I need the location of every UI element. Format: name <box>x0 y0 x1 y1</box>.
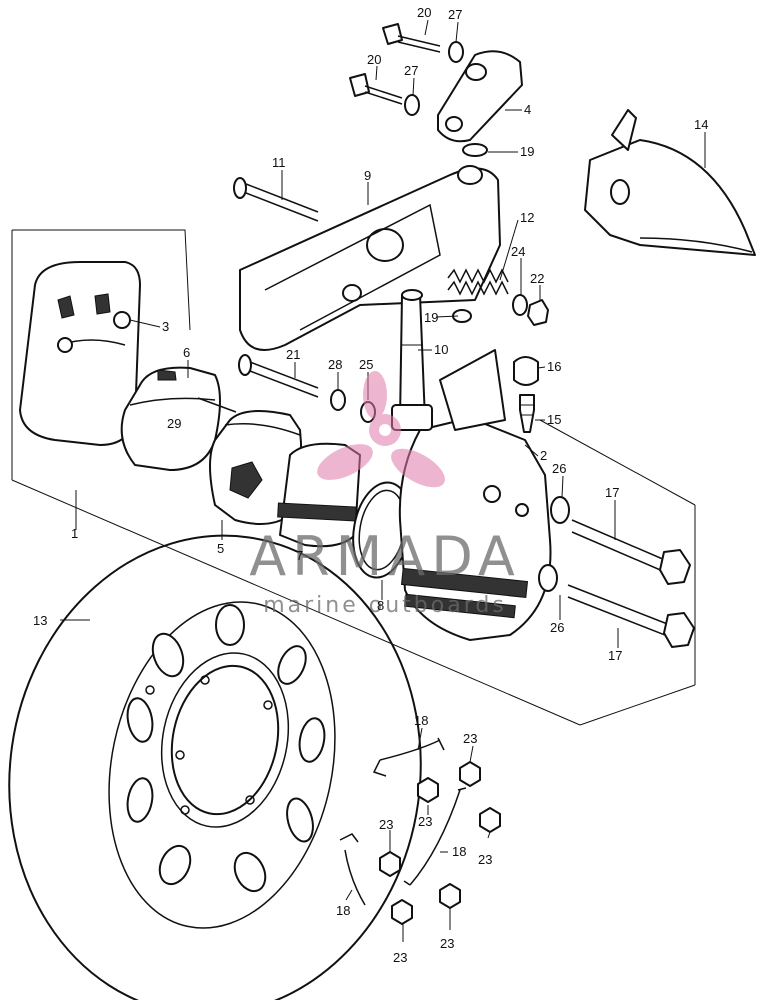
caliper-arm <box>437 50 523 143</box>
brake-pad-outer <box>120 366 221 471</box>
bolt-17b <box>567 584 695 648</box>
callout-22: 22 <box>530 271 544 286</box>
callout-14: 14 <box>694 117 708 132</box>
washer-26b <box>538 564 558 592</box>
fork-shroud <box>584 109 756 256</box>
o-ring-19a <box>462 143 488 157</box>
pin-29 <box>197 397 237 413</box>
callout-23: 23 <box>393 950 407 965</box>
bolt-21 <box>238 354 319 398</box>
callout-4: 4 <box>524 102 531 117</box>
watermark-logo <box>317 371 445 488</box>
callout-24: 24 <box>511 244 525 259</box>
watermark-tagline: marine outboards <box>263 593 507 618</box>
watermark: ARMADA marine outboards <box>249 371 521 618</box>
bolt-11 <box>233 177 319 222</box>
callout-9: 9 <box>364 168 371 183</box>
lock-plate-18b <box>403 787 467 886</box>
bleeder-cap <box>513 356 539 386</box>
callout-2: 2 <box>540 448 547 463</box>
bolt-20b <box>349 73 403 105</box>
callout-11: 11 <box>272 155 286 170</box>
callout-26: 26 <box>552 461 566 476</box>
callout-20: 20 <box>367 52 381 67</box>
caliper-pivot-pin <box>391 289 433 431</box>
washer-27a <box>448 41 464 63</box>
callout-20: 20 <box>417 5 431 20</box>
washer-27b <box>404 94 420 116</box>
lock-plate-18c <box>339 833 366 906</box>
callout-23: 23 <box>463 731 477 746</box>
callout-10: 10 <box>434 342 448 357</box>
callout-15: 15 <box>547 412 561 427</box>
callout-3: 3 <box>162 319 169 334</box>
bolt-17a <box>571 519 691 585</box>
callout-5: 5 <box>217 541 224 556</box>
callout-26: 26 <box>550 620 564 635</box>
callout-1: 1 <box>71 526 78 541</box>
washer-24 <box>512 294 528 316</box>
spring-12 <box>447 268 509 296</box>
callout-6: 6 <box>183 345 190 360</box>
callout-29: 29 <box>167 416 181 431</box>
callout-27: 27 <box>404 63 418 78</box>
caliper-assembly-outline <box>11 229 696 726</box>
nuts-23 <box>379 761 501 925</box>
callout-23: 23 <box>478 852 492 867</box>
callout-23: 23 <box>440 936 454 951</box>
pad-shim-plate <box>19 261 141 446</box>
callout-12: 12 <box>520 210 534 225</box>
callout-23: 23 <box>418 814 432 829</box>
brake-disc <box>8 534 422 1000</box>
nut-22 <box>527 299 549 326</box>
bleeder-valve <box>519 394 535 433</box>
bolt-20a <box>382 23 441 53</box>
callout-28: 28 <box>328 357 342 372</box>
callout-13: 13 <box>33 613 47 628</box>
callout-19: 19 <box>424 310 438 325</box>
callout-19: 19 <box>520 144 534 159</box>
callout-27: 27 <box>448 7 462 22</box>
caliper-bracket <box>239 165 501 351</box>
watermark-brand: ARMADA <box>249 525 521 588</box>
brake-pad-inner <box>209 410 303 525</box>
callout-7: 7 <box>296 548 303 563</box>
callout-8: 8 <box>377 598 384 613</box>
callout-17: 17 <box>605 485 619 500</box>
washer-26a <box>550 496 570 524</box>
callout-25: 25 <box>359 357 373 372</box>
callout-17: 17 <box>608 648 622 663</box>
callout-18: 18 <box>452 844 466 859</box>
callout-21: 21 <box>286 347 300 362</box>
callout-16: 16 <box>547 359 561 374</box>
callout-labels: 20 27 20 27 4 19 14 11 9 12 24 22 3 19 1… <box>33 5 708 965</box>
washer-28 <box>330 389 346 411</box>
callout-18: 18 <box>336 903 350 918</box>
callout-23: 23 <box>379 817 393 832</box>
lock-plate-18a <box>372 737 445 777</box>
callout-18: 18 <box>414 713 428 728</box>
